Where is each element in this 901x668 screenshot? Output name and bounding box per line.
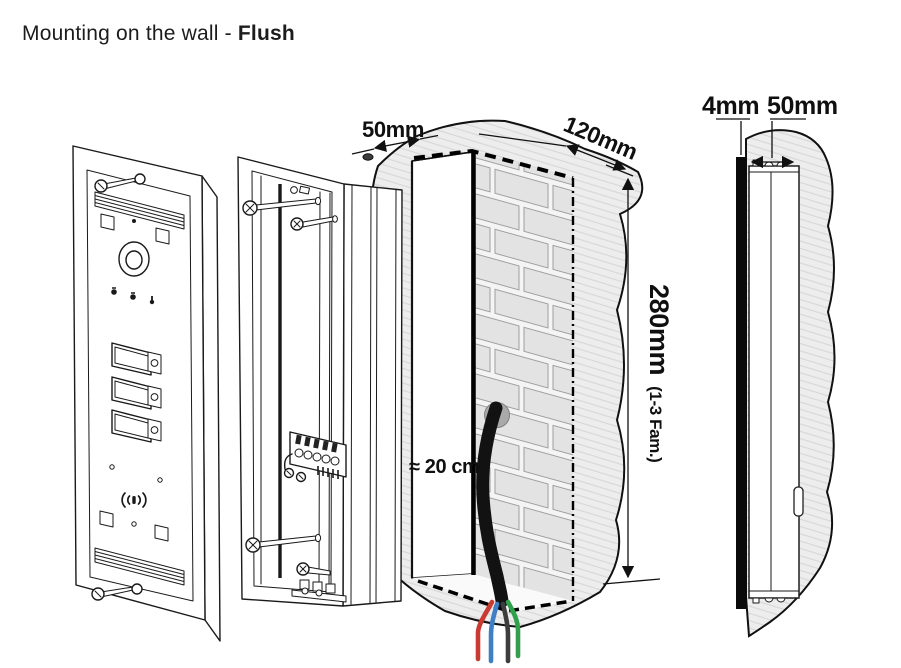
call-button-3[interactable] (111, 409, 162, 443)
protrusion-label: 4mm (702, 92, 759, 120)
cavity-top-hidden-edge (413, 148, 574, 180)
speaker-grille-top (94, 191, 185, 230)
front-panel (72, 145, 221, 642)
bell-button-icon (150, 393, 159, 401)
page-title: Mounting on the wall - Flush (22, 22, 295, 46)
side-view: 4mm 50mm (702, 92, 838, 638)
bottom-window-right (154, 524, 169, 542)
call-button-2[interactable] (111, 376, 162, 410)
cable-length-label: ≈ 20 cm (409, 456, 479, 478)
box-top-screw (362, 153, 374, 161)
green-wire (505, 599, 521, 659)
led-window-right (155, 227, 170, 245)
title-prefix: Mounting on the wall - (22, 22, 238, 45)
speaker-grille-bottom (94, 547, 185, 586)
depth-label: 50mm (362, 117, 424, 142)
fixing-screw-4 (296, 562, 331, 576)
terminal-block (283, 431, 347, 483)
call-button-1[interactable] (111, 342, 162, 376)
cable (476, 401, 509, 608)
box-depth-label: 50mm (767, 92, 838, 120)
dimension-box-depth-50mm: 50mm (750, 92, 838, 169)
fixing-screw-3 (245, 533, 322, 553)
bottom-window-left (99, 510, 114, 528)
fixing-dot-left (109, 464, 115, 470)
panel-top-screw (94, 173, 146, 193)
fixing-screw-1 (242, 196, 322, 216)
cable-knockout (793, 486, 804, 517)
inner-top-screw (290, 186, 298, 194)
bell-button-icon (150, 426, 159, 434)
title-emphasis: Flush (237, 22, 295, 45)
dark-wire (500, 601, 511, 664)
fixing-dot-right (157, 477, 163, 483)
dimension-depth-50mm: 50mm (351, 117, 439, 155)
mic-dot (132, 219, 136, 223)
bottom-hinge (291, 579, 347, 603)
camera-lens (118, 241, 150, 277)
cavity-left-wall (411, 151, 473, 579)
blue-wire (488, 601, 500, 664)
wires (475, 599, 521, 664)
box-bottom-clips (752, 597, 786, 604)
red-wire (475, 599, 495, 662)
dimension-protrusion-4mm: 4mm (702, 92, 760, 155)
height-note: (1-3 Fam.) (646, 386, 665, 462)
proximity-reader-icon (121, 492, 147, 508)
svg-text:280mm (1-3 Fam.): 280mm (1-3 Fam.) (644, 284, 674, 462)
wall-cutaway: ≈ 20 cm (369, 119, 644, 664)
panel-bottom-screw (91, 583, 143, 601)
flush-mount-box (237, 153, 403, 607)
bell-button-icon (150, 359, 159, 367)
fixing-screw-2 (290, 215, 338, 231)
dimension-height-280mm: 280mm (1-3 Fam.) (602, 164, 674, 585)
bottom-dot (131, 521, 137, 527)
panel-icons (111, 287, 155, 305)
flush-box-section (748, 165, 800, 599)
panel-section-bar (736, 157, 747, 609)
led-window-left (100, 213, 115, 231)
cavity-bottom-face (412, 574, 573, 612)
height-label: 280mm (644, 284, 674, 375)
